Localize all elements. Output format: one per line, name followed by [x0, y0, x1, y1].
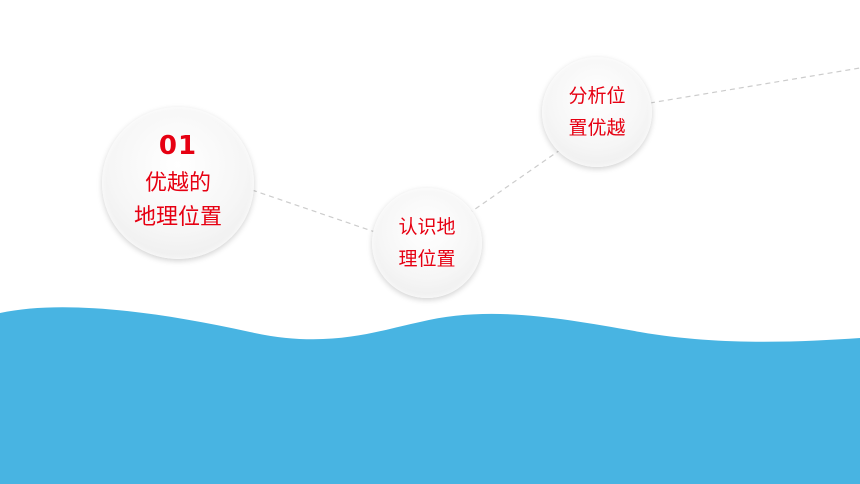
topic-circle-recognize: 认识地 理位置	[372, 188, 482, 298]
topic-line: 认识地	[398, 216, 456, 238]
topic-number: 01	[158, 131, 198, 161]
topic-circle-main: 01 优越的 地理位置	[102, 107, 254, 259]
topic-line: 理位置	[398, 248, 456, 270]
topic-line: 置优越	[568, 117, 626, 139]
topic-circle-analyze: 分析位 置优越	[542, 57, 652, 167]
topic-line: 分析位	[568, 85, 626, 107]
topic-line: 优越的	[144, 171, 211, 196]
topic-line: 地理位置	[133, 205, 222, 230]
